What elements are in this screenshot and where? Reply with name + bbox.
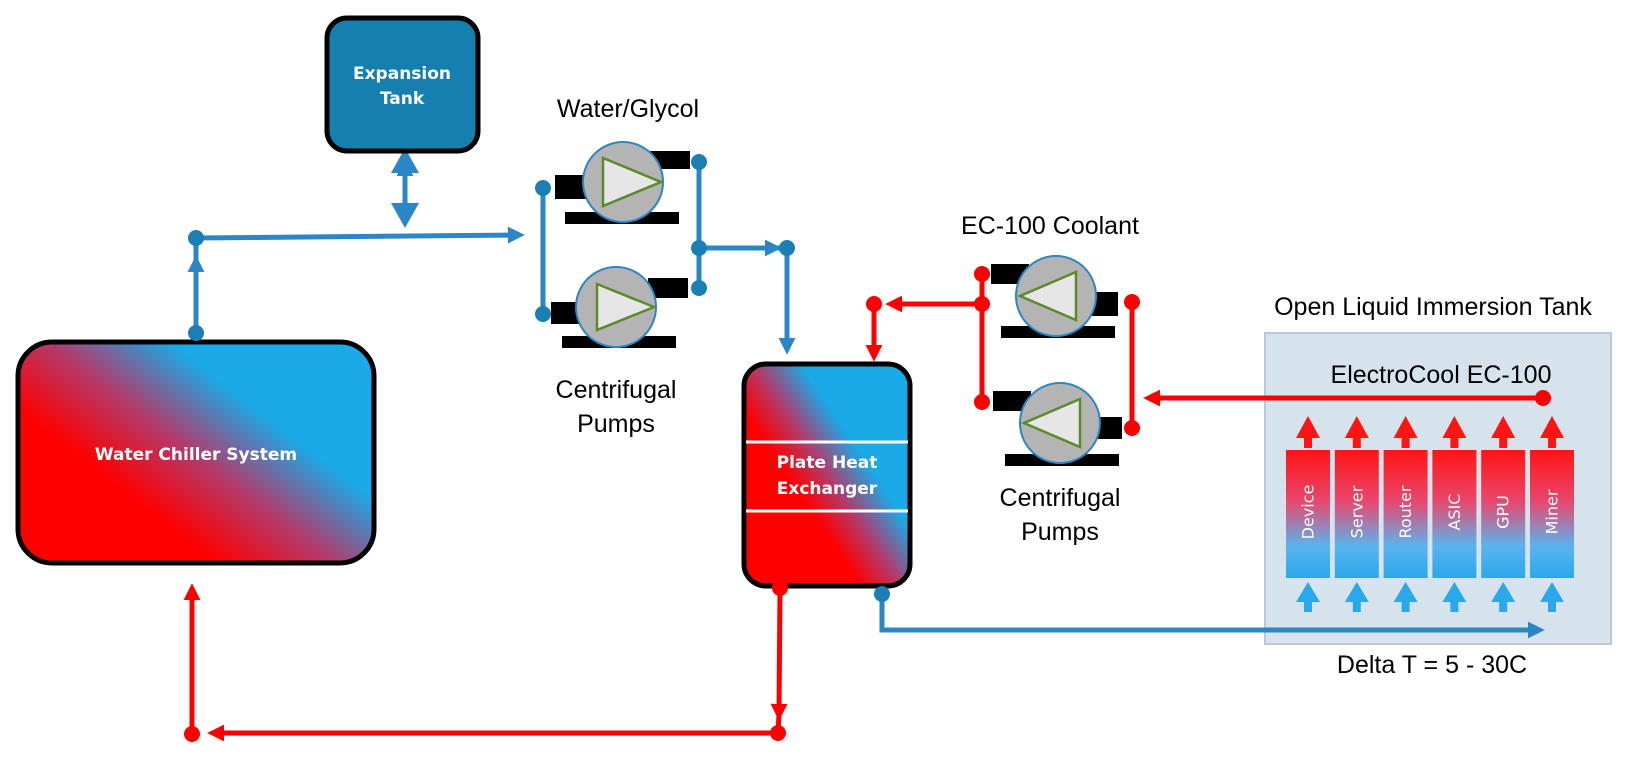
device-label: Server	[1347, 485, 1366, 538]
pump-glycol-bottom	[551, 266, 688, 348]
coolant-in-arrow	[1491, 582, 1516, 612]
ec-coolant-label: EC-100 Coolant	[961, 212, 1139, 240]
water-chiller-label: Water Chiller System	[95, 445, 297, 465]
device-asic: ASIC	[1432, 416, 1477, 612]
pumps-right-label-1: Centrifugal	[1000, 484, 1121, 512]
pump-glycol-top	[555, 141, 690, 224]
cold-junctions	[188, 154, 890, 602]
device-router: Router	[1383, 416, 1428, 612]
coolant-in-arrow	[1540, 582, 1564, 612]
device-miner: Miner	[1530, 416, 1574, 612]
water-chiller-box: Water Chiller System	[15, 339, 377, 566]
heat-exchanger-label-2: Exchanger	[777, 479, 878, 499]
coolant-in-arrow	[1296, 582, 1320, 612]
expansion-tank-label-2: Tank	[380, 89, 425, 109]
device-body	[1286, 450, 1330, 578]
hot-piping	[183, 274, 1543, 742]
device-body	[1481, 450, 1526, 578]
heat-out-arrow	[1296, 416, 1320, 448]
device-label: ASIC	[1445, 494, 1464, 531]
cold-piping	[187, 159, 1545, 639]
pumps-right-label-2: Pumps	[1021, 518, 1099, 546]
device-label: Router	[1396, 485, 1415, 538]
device-gpu: GPU	[1481, 416, 1526, 612]
coolant-in-arrow	[1393, 582, 1418, 612]
expansion-tank-label-1: Expansion	[353, 64, 451, 84]
pump-ec-bottom	[993, 382, 1122, 466]
heat-exchanger-box: Plate Heat Exchanger	[741, 361, 913, 589]
coolant-in-arrow	[1442, 582, 1467, 612]
heat-out-arrow	[1491, 416, 1516, 448]
expansion-arrows	[391, 148, 419, 228]
pumps-left-label-1: Centrifugal	[556, 376, 677, 404]
hot-junctions	[184, 266, 1551, 742]
device-label: Miner	[1543, 489, 1562, 534]
device-body	[1432, 450, 1477, 578]
pump-ec-top	[991, 255, 1118, 338]
device-body	[1383, 450, 1428, 578]
coolant-in-arrow	[1344, 582, 1369, 612]
device-body	[1530, 450, 1574, 578]
heat-out-arrow	[1442, 416, 1467, 448]
device-label: Device	[1299, 485, 1318, 540]
tank-title-label: Open Liquid Immersion Tank	[1274, 293, 1592, 321]
water-glycol-label: Water/Glycol	[557, 95, 699, 123]
heat-out-arrow	[1393, 416, 1418, 448]
pumps-left-label-2: Pumps	[577, 410, 655, 438]
heat-out-arrow	[1540, 416, 1564, 448]
tank-fluid-label: ElectroCool EC-100	[1331, 361, 1552, 389]
device-body	[1334, 450, 1379, 578]
heat-out-arrow	[1344, 416, 1369, 448]
device-server: Server	[1334, 416, 1379, 612]
device-label: GPU	[1494, 495, 1513, 529]
delta-t-label: Delta T = 5 - 30C	[1337, 651, 1527, 679]
device-group: Device Server Router ASIC GPU Miner	[1286, 416, 1574, 612]
expansion-tank-box: Expansion Tank	[324, 15, 481, 154]
device-device: Device	[1286, 416, 1330, 612]
heat-exchanger-label-1: Plate Heat	[777, 453, 878, 473]
